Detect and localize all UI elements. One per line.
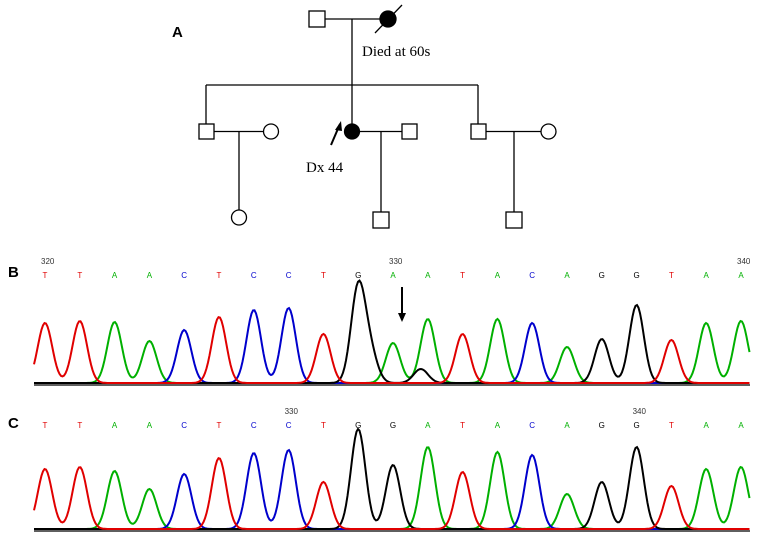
chromatogram-c-base-call: T [321, 421, 326, 430]
panel-label-b: B [8, 264, 19, 281]
chromatogram-b-position-label: 330 [389, 257, 403, 266]
chromatogram-b-base-call: T [460, 271, 465, 280]
chromatogram-c: 330 340 T T A A C T C C T G G A T A C A G G T A A [33, 407, 751, 532]
chromatogram-b-base-call: C [286, 271, 292, 280]
chromatogram-b-base-call: A [112, 271, 118, 280]
chromatogram-b-position-label: 320 [41, 257, 55, 266]
spouse-middle-square [401, 123, 418, 140]
chromatogram-c-base-call: C [286, 421, 292, 430]
spouse-left-circle [262, 123, 280, 140]
spouse-right-circle [540, 123, 557, 140]
middle-child-square [372, 211, 390, 229]
died-label: Died at 60s [362, 44, 430, 60]
chromatogram-b-base-call: T [321, 271, 326, 280]
pedigree [198, 4, 557, 229]
chromatogram-b-base-call: A [147, 271, 153, 280]
chromatogram-c-position-labels: 330 340 [285, 407, 647, 416]
chromatogram-c-position-label: 330 [285, 407, 299, 416]
chromatogram-b-base-call: A [390, 271, 396, 280]
chromatogram-c-trace-g [34, 427, 750, 530]
chromatogram-b-base-call: A [704, 271, 710, 280]
chromatogram-c-base-call: A [738, 421, 744, 430]
chromatogram-c-base-call: T [77, 421, 82, 430]
chromatogram-b-base-call: A [495, 271, 501, 280]
left-child-circle [230, 209, 248, 226]
chromatogram-b-base-call: T [43, 271, 48, 280]
chromatogram-b-base-call: T [77, 271, 82, 280]
chromatogram-b-base-call: A [425, 271, 431, 280]
panel-label-a: A [172, 24, 183, 41]
chromatogram-b-base-call: A [564, 271, 570, 280]
chromatogram-c-base-call: A [704, 421, 710, 430]
chromatogram-c-base-call: T [669, 421, 674, 430]
chromatogram-b-base-call: G [633, 271, 639, 280]
chromatogram-c-base-call: T [43, 421, 48, 430]
son-right-square [470, 123, 487, 140]
chromatogram-c-base-call: T [217, 421, 222, 430]
chromatogram-c-position-label: 340 [633, 407, 647, 416]
chromatogram-c-base-call: C [529, 421, 535, 430]
right-child-square [505, 211, 523, 229]
chromatogram-c-base-call: T [460, 421, 465, 430]
chromatogram-b-base-call: C [181, 271, 187, 280]
proband-affected-circle [343, 123, 361, 140]
chromatogram-b-base-call: C [529, 271, 535, 280]
son-left-square [198, 123, 215, 140]
chromatogram-c-base-call: G [599, 421, 605, 430]
mutation-arrowhead-icon [398, 313, 406, 322]
chromatogram-b-trace-g [34, 279, 750, 384]
panel-label-c: C [8, 415, 19, 432]
chromatogram-c-base-call: G [633, 421, 639, 430]
chromatogram-c-base-call: C [251, 421, 257, 430]
chromatogram-c-trace-t [33, 456, 750, 530]
chromatogram-c-base-call: G [390, 421, 396, 430]
chromatogram-c-base-call: A [425, 421, 431, 430]
chromatogram-c-base-call: C [181, 421, 187, 430]
chromatogram-c-base-call: G [355, 421, 361, 430]
chromatogram-c-trace-a [34, 446, 751, 530]
chromatogram-b-trace-t [33, 316, 750, 384]
chromatogram-b-position-labels: 320 330 340 [41, 257, 751, 266]
chromatogram-b-base-call: T [217, 271, 222, 280]
proband-arrowhead-icon [335, 121, 342, 131]
chromatogram-c-base-call: A [112, 421, 118, 430]
deceased-slash [374, 4, 403, 34]
chromatogram-c-trace-c [34, 448, 750, 530]
chromatogram-b-position-label: 340 [737, 257, 751, 266]
chromatogram-b-traces [33, 279, 751, 384]
chromatogram-c-traces [33, 427, 751, 530]
grandfather-square [308, 10, 326, 28]
chromatogram-b-base-call: A [738, 271, 744, 280]
chromatogram-b: 320 330 340 T T A A C T C C T G A A T A C A G G T A A [33, 257, 751, 386]
chromatogram-c-base-call: A [495, 421, 501, 430]
chromatogram-b-base-call: G [599, 271, 605, 280]
chromatogram-c-base-call: A [147, 421, 153, 430]
chromatogram-c-base-call: A [564, 421, 570, 430]
chromatogram-b-base-call: G [355, 271, 361, 280]
chromatogram-b-base-call: C [251, 271, 257, 280]
dx-label: Dx 44 [306, 160, 344, 176]
chromatogram-b-base-call: T [669, 271, 674, 280]
